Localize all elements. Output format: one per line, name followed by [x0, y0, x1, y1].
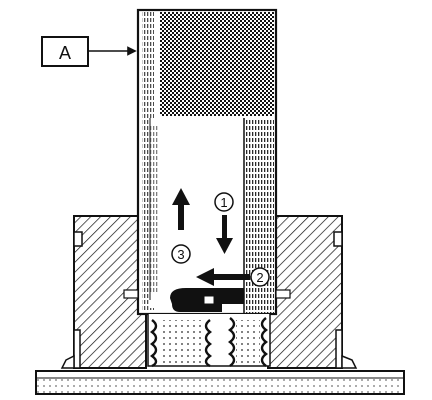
- arrow-left-icon: [196, 268, 250, 286]
- arrow-up-icon: [172, 188, 190, 230]
- step-3: 3: [171, 188, 191, 264]
- tool-tube: [136, 8, 278, 316]
- step-1-badge: [214, 192, 234, 212]
- step-2-badge: [250, 267, 270, 287]
- callout-a: A: [41, 36, 137, 67]
- step-1: 1: [214, 192, 234, 254]
- step-3-number: 3: [177, 247, 184, 262]
- callout-box: [41, 36, 89, 67]
- step-3-badge: [171, 244, 191, 264]
- step-1-number: 1: [220, 195, 227, 210]
- base-plate: [35, 370, 405, 395]
- bellows-boot: [123, 288, 291, 368]
- step-2: 2: [196, 267, 270, 287]
- arrow-down-icon: [216, 215, 233, 254]
- callout-label: A: [59, 43, 71, 63]
- step-2-number: 2: [256, 270, 263, 285]
